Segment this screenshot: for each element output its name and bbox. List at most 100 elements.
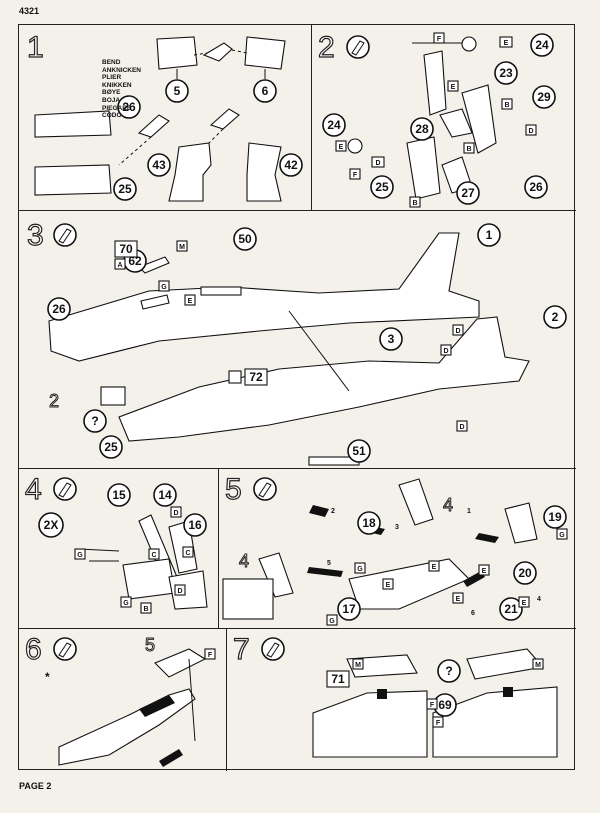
- svg-text:E: E: [339, 144, 344, 151]
- bend-icon: [253, 477, 277, 501]
- step-6-number: 6: [25, 633, 42, 666]
- callout-18: 18: [357, 511, 381, 535]
- svg-text:E: E: [432, 564, 437, 571]
- callout-6: 6: [253, 79, 277, 103]
- svg-text:24: 24: [327, 118, 341, 132]
- tag-f-2: F: [432, 716, 444, 728]
- callout-3: 3: [379, 327, 403, 351]
- svg-text:E: E: [386, 582, 391, 589]
- tag-m-1: M: [352, 658, 364, 670]
- callout-24-left: 24: [322, 113, 346, 137]
- bend-icon: [53, 637, 77, 661]
- tag-b-3: B: [409, 196, 421, 208]
- svg-text:G: G: [329, 618, 335, 625]
- svg-text:B: B: [412, 200, 417, 207]
- callout-26: 26: [524, 175, 548, 199]
- tag-f-1: F: [433, 32, 445, 44]
- tag-e-4: E: [452, 592, 464, 604]
- arrow-label-6: 6: [471, 610, 475, 617]
- arrow-label-2: 2: [331, 508, 335, 515]
- callout-26: 26: [117, 95, 141, 119]
- svg-text:28: 28: [415, 122, 429, 136]
- step-3-panel: 3 1 2 3 26 25 51 50 62 ? 70: [19, 211, 576, 469]
- page-label: PAGE 2: [19, 781, 52, 791]
- svg-text:26: 26: [529, 180, 543, 194]
- svg-text:72: 72: [249, 370, 263, 384]
- svg-text:2: 2: [331, 508, 335, 515]
- asterisk-icon: *: [45, 670, 50, 684]
- step-4-number: 4: [25, 473, 42, 506]
- step-5-panel: 5 18 19 20 21 17 4 4 2 3 1 5 4 6 G: [219, 469, 576, 629]
- callout-17: 17: [337, 597, 361, 621]
- tag-e-1: E: [382, 578, 394, 590]
- svg-text:71: 71: [331, 672, 345, 686]
- tag-e-1: E: [499, 36, 513, 48]
- svg-text:3: 3: [388, 332, 395, 346]
- tag-d-2: D: [371, 156, 385, 168]
- svg-text:26: 26: [52, 302, 66, 316]
- svg-text:G: G: [77, 552, 83, 559]
- arrow-label-4: 4: [537, 596, 541, 603]
- svg-text:G: G: [161, 284, 167, 291]
- callout-50: 50: [233, 227, 257, 251]
- svg-text:F: F: [436, 720, 441, 727]
- callout-25: 25: [99, 435, 123, 459]
- callout-27: 27: [456, 181, 480, 205]
- callout-21: 21: [499, 597, 523, 621]
- svg-text:M: M: [355, 662, 361, 669]
- svg-text:43: 43: [152, 158, 166, 172]
- tag-d-2: D: [174, 584, 186, 596]
- tag-e-3: E: [478, 564, 490, 576]
- svg-text:25: 25: [375, 180, 389, 194]
- svg-text:E: E: [522, 600, 527, 607]
- svg-text:5: 5: [174, 84, 181, 98]
- callout-26: 26: [47, 297, 71, 321]
- svg-text:6: 6: [471, 610, 475, 617]
- callout-23: 23: [494, 61, 518, 85]
- svg-text:19: 19: [548, 510, 562, 524]
- step-7-number: 7: [233, 633, 250, 666]
- svg-text:B: B: [466, 146, 471, 153]
- svg-text:C: C: [151, 552, 156, 559]
- bend-icon: [53, 477, 77, 501]
- callout-14: 14: [153, 483, 177, 507]
- svg-text:C: C: [185, 550, 190, 557]
- svg-text:16: 16: [188, 518, 202, 532]
- callout-19: 19: [543, 505, 567, 529]
- arrow-label-5: 5: [327, 560, 331, 567]
- tag-m-2: M: [532, 658, 544, 670]
- bend-icon: [261, 637, 285, 661]
- svg-text:25: 25: [118, 182, 132, 196]
- svg-text:1: 1: [486, 228, 493, 242]
- callout-29: 29: [532, 85, 556, 109]
- svg-text:D: D: [375, 160, 380, 167]
- bend-icon: [346, 35, 370, 59]
- callout-2: 2: [543, 305, 567, 329]
- svg-text:21: 21: [504, 602, 518, 616]
- svg-text:23: 23: [499, 66, 513, 80]
- svg-text:D: D: [177, 588, 182, 595]
- tag-g-1: G: [74, 548, 86, 560]
- tag-c-2: C: [182, 546, 194, 558]
- callout-43: 43: [147, 153, 171, 177]
- arrow-label-3: 3: [395, 524, 399, 531]
- callout-69: 69: [433, 693, 457, 717]
- subassembly-5: 5: [145, 635, 155, 655]
- tag-d-1: D: [452, 324, 464, 336]
- svg-text:D: D: [528, 128, 533, 135]
- tag-f-1: F: [426, 698, 438, 710]
- tag-e-2: E: [428, 560, 440, 572]
- subassembly-4-left: 4: [239, 551, 249, 571]
- svg-text:51: 51: [352, 444, 366, 458]
- svg-text:26: 26: [122, 100, 136, 114]
- step-2-panel: 2 24 23 29 28 24 26 27 25 F E E B D B: [312, 25, 576, 211]
- step-1-number: 1: [27, 31, 44, 64]
- svg-text:24: 24: [535, 38, 549, 52]
- tag-g-1: G: [354, 562, 366, 574]
- callout-24-top: 24: [530, 33, 554, 57]
- svg-text:D: D: [455, 328, 460, 335]
- tag-b-2: B: [463, 142, 475, 154]
- box-72: 72: [244, 368, 268, 386]
